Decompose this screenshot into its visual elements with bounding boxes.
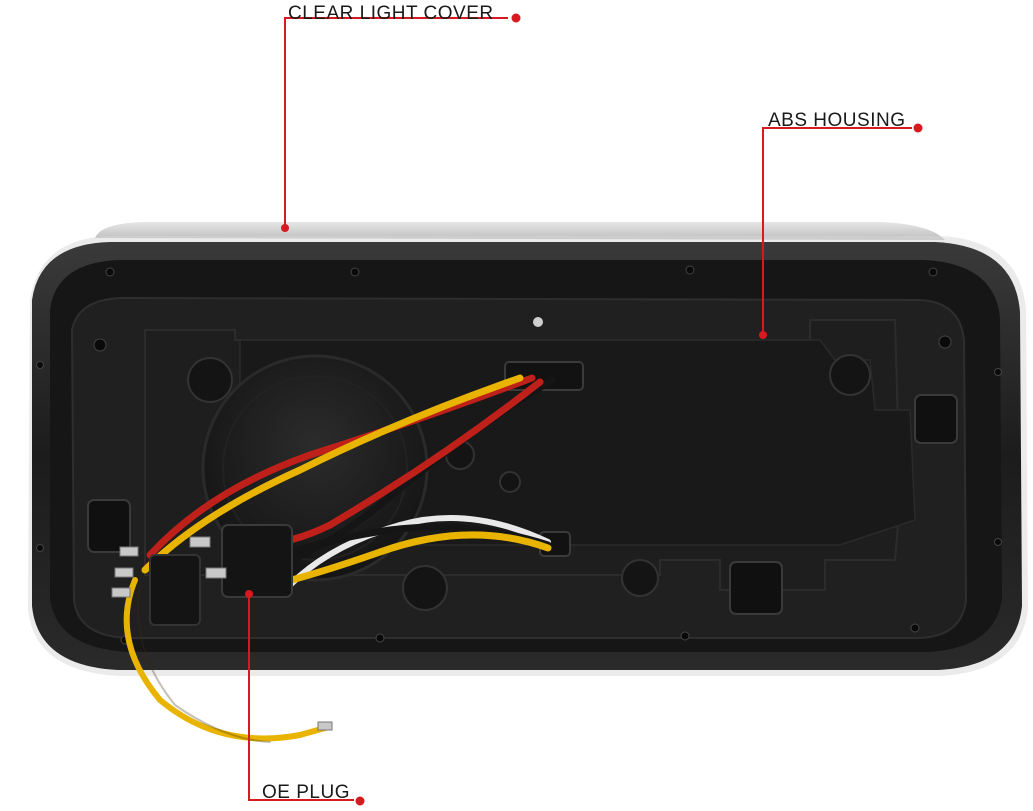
callout-oe-plug-pointer (245, 590, 365, 806)
callout-clear-light-cover-label: CLEAR LIGHT COVER (288, 3, 494, 24)
callout-oe-plug-label: OE PLUG (262, 782, 350, 803)
callout-abs-housing-pointer (759, 123, 923, 339)
callout-clear-light-cover-pointer (281, 13, 521, 232)
oe-plug (111, 524, 333, 731)
callout-abs-housing-label: ABS HOUSING (768, 110, 906, 131)
